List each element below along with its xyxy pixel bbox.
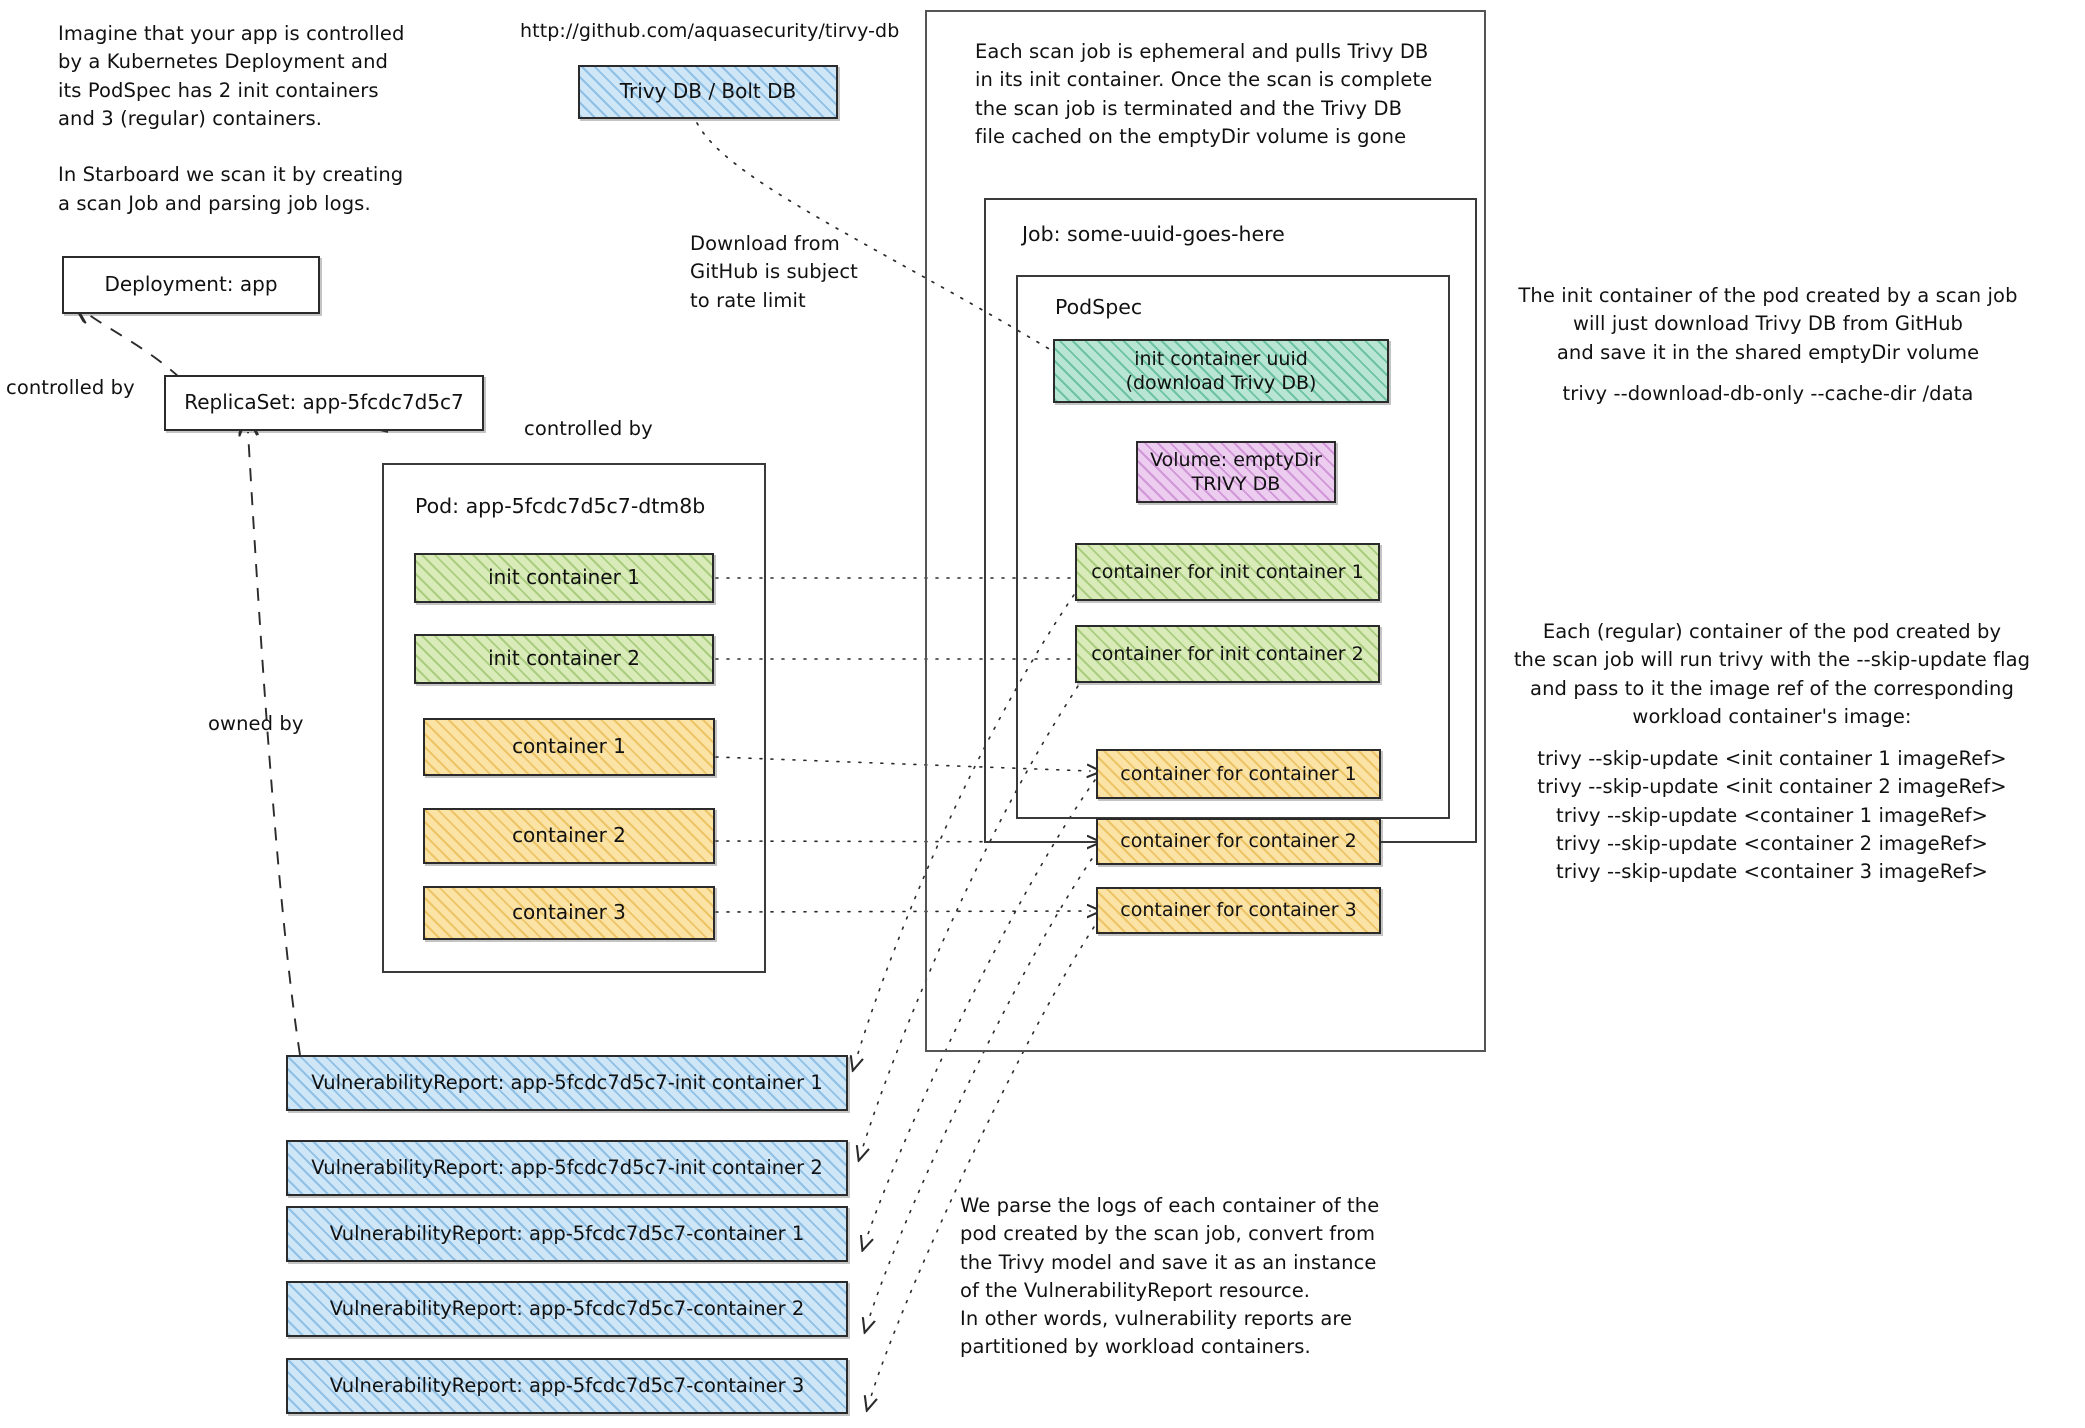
workload-container-init-1: init container 1 xyxy=(414,553,714,603)
trivy-db-box: Trivy DB / Bolt DB xyxy=(578,65,838,119)
scan-container-init-2-label: container for init container 2 xyxy=(1091,642,1364,665)
workload-container-3: container 3 xyxy=(423,886,715,940)
volume-emptydir-label: Volume: emptyDir TRIVY DB xyxy=(1150,448,1322,495)
scan-container-2: container for container 2 xyxy=(1096,818,1381,865)
replicaset-box: ReplicaSet: app-5fcdc7d5c7 xyxy=(164,375,484,431)
note-regular-container-cmds: trivy --skip-update <init container 1 im… xyxy=(1537,747,2007,884)
vulnerability-report-5-label: VulnerabilityReport: app-5fcdc7d5c7-cont… xyxy=(329,1373,805,1397)
scan-container-init-2: container for init container 2 xyxy=(1075,625,1380,683)
vulnerability-report-4-label: VulnerabilityReport: app-5fcdc7d5c7-cont… xyxy=(329,1296,805,1320)
deployment-box-label: Deployment: app xyxy=(104,272,278,297)
podspec-panel-title: PodSpec xyxy=(1055,295,1143,319)
scan-container-1-label: container for container 1 xyxy=(1120,762,1357,785)
vulnerability-report-3-label: VulnerabilityReport: app-5fcdc7d5c7-cont… xyxy=(329,1221,805,1245)
scan-container-init-1: container for init container 1 xyxy=(1075,543,1380,601)
workload-container-3-label: container 3 xyxy=(512,900,626,925)
volume-emptydir-box: Volume: emptyDir TRIVY DB xyxy=(1136,441,1336,503)
scan-init-container-box: init container uuid (download Trivy DB) xyxy=(1053,339,1389,403)
workload-container-init-2: init container 2 xyxy=(414,634,714,684)
scan-init-container-label: init container uuid (download Trivy DB) xyxy=(1125,347,1317,394)
edge-label-controlled-by-replicaset: controlled by xyxy=(524,417,653,440)
vulnerability-report-4: VulnerabilityReport: app-5fcdc7d5c7-cont… xyxy=(286,1281,848,1337)
note-intro: Imagine that your app is controlled by a… xyxy=(58,22,405,215)
vulnerability-report-2-label: VulnerabilityReport: app-5fcdc7d5c7-init… xyxy=(311,1155,823,1179)
trivy-db-box-label: Trivy DB / Bolt DB xyxy=(619,79,797,104)
workload-container-2-label: container 2 xyxy=(512,823,626,848)
workload-container-1-label: container 1 xyxy=(512,734,626,759)
scan-container-3: container for container 3 xyxy=(1096,887,1381,934)
note-ephemeral-job: Each scan job is ephemeral and pulls Tri… xyxy=(975,40,1433,148)
scan-container-init-1-label: container for init container 1 xyxy=(1091,560,1364,583)
note-download-rate-limit: Download from GitHub is subject to rate … xyxy=(690,232,858,312)
trivy-db-url-label: http://github.com/aquasecurity/tirvy-db xyxy=(520,20,900,42)
vulnerability-report-3: VulnerabilityReport: app-5fcdc7d5c7-cont… xyxy=(286,1206,848,1262)
vulnerability-report-1-label: VulnerabilityReport: app-5fcdc7d5c7-init… xyxy=(311,1070,823,1094)
job-panel-title: Job: some-uuid-goes-here xyxy=(1022,222,1285,246)
note-regular-container-explain: Each (regular) container of the pod crea… xyxy=(1513,620,2031,728)
scan-container-1: container for container 1 xyxy=(1096,749,1381,799)
workload-container-2: container 2 xyxy=(423,808,715,864)
replicaset-box-label: ReplicaSet: app-5fcdc7d5c7 xyxy=(184,390,464,415)
workload-container-init-1-label: init container 1 xyxy=(488,565,640,590)
edge-label-owned-by: owned by xyxy=(208,712,304,735)
note-init-container-explain: The init container of the pod created by… xyxy=(1518,284,2018,364)
edge-label-controlled-by-deployment: controlled by xyxy=(6,376,135,399)
note-parse-logs: We parse the logs of each container of t… xyxy=(960,1194,1380,1359)
note-init-container-cmd: trivy --download-db-only --cache-dir /da… xyxy=(1562,382,1974,405)
vulnerability-report-1: VulnerabilityReport: app-5fcdc7d5c7-init… xyxy=(286,1055,848,1111)
scan-container-2-label: container for container 2 xyxy=(1120,830,1357,853)
scan-job-outer-panel xyxy=(925,10,1486,1052)
workload-container-1: container 1 xyxy=(423,718,715,776)
scan-container-3-label: container for container 3 xyxy=(1120,899,1357,922)
vulnerability-report-2: VulnerabilityReport: app-5fcdc7d5c7-init… xyxy=(286,1140,848,1196)
deployment-box: Deployment: app xyxy=(62,256,320,314)
workload-container-init-2-label: init container 2 xyxy=(488,646,640,671)
vulnerability-report-5: VulnerabilityReport: app-5fcdc7d5c7-cont… xyxy=(286,1358,848,1414)
pod-panel-title: Pod: app-5fcdc7d5c7-dtm8b xyxy=(415,494,706,518)
pod-panel xyxy=(382,463,766,973)
